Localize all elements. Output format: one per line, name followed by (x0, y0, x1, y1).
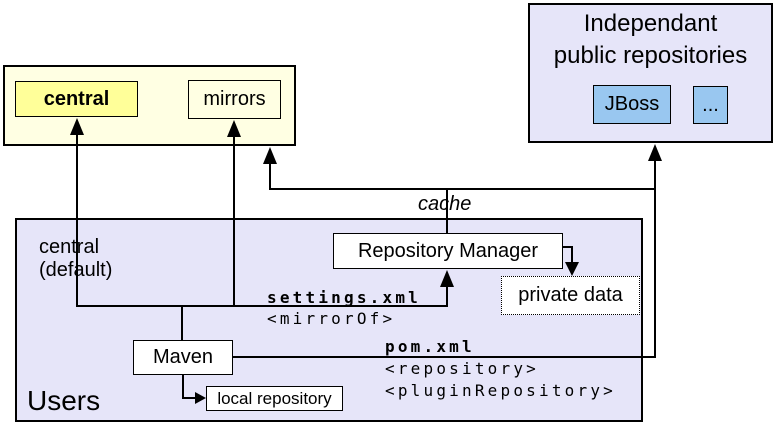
cache-annotation: cache (418, 193, 472, 215)
independent-title-line2: public repositories (553, 42, 748, 69)
connector-settings-to-maven (181, 305, 183, 341)
pom-xml-annotation: pom.xml (385, 337, 475, 356)
arrowhead-into-central-icon (70, 118, 84, 135)
central-default-line1: central (39, 236, 100, 258)
arrowhead-into-local-repository-icon (195, 392, 206, 404)
pluginrepository-tag-annotation: <pluginRepository> (385, 381, 616, 400)
maven-label: Maven (152, 346, 214, 368)
connector-rm-to-private-data-h (563, 246, 573, 248)
connector-rm-to-private-data-v (571, 246, 573, 263)
central-default-text: central (default) (39, 236, 112, 282)
connector-cache-horizontal (269, 188, 656, 190)
central-repository-label: central (43, 87, 110, 110)
mirrors-box: mirrors (188, 80, 281, 119)
connector-to-independent-repositories (654, 160, 656, 358)
connector-settings-horizontal (76, 305, 448, 307)
other-repositories-box: ... (693, 86, 728, 124)
private-data-box: private data (501, 276, 640, 315)
arrowhead-into-private-data-icon (565, 262, 579, 276)
connector-cache-to-yellow-group (269, 163, 271, 190)
repository-manager-label: Repository Manager (357, 239, 539, 262)
jboss-label: JBoss (604, 93, 660, 115)
connector-settings-to-repository-manager (446, 286, 448, 307)
connector-pom-horizontal (233, 356, 656, 358)
central-default-line2: (default) (39, 259, 113, 281)
connector-to-local-repository (182, 397, 196, 399)
connector-central-default (76, 133, 78, 307)
mirrors-label: mirrors (203, 88, 266, 110)
private-data-label: private data (518, 284, 623, 306)
connector-maven-down (182, 375, 184, 399)
repository-manager-box: Repository Manager (333, 233, 563, 269)
arrowhead-into-repository-manager-icon (440, 270, 454, 287)
independent-repositories-title: Independant public repositories (528, 8, 773, 72)
arrowhead-into-mirrors-icon (227, 120, 241, 137)
central-repository-box: central (15, 81, 138, 117)
connector-cache-to-repository-manager (446, 188, 448, 234)
jboss-repository-box: JBoss (593, 85, 671, 124)
arrowhead-into-yellow-group-icon (263, 147, 277, 164)
settings-xml-annotation: settings.xml (267, 288, 421, 307)
arrowhead-into-independent-group-icon (648, 144, 662, 161)
repository-tag-annotation: <repository> (385, 359, 539, 378)
local-repository-label: local repository (217, 388, 332, 408)
mirrorof-annotation: <mirrorOf> (267, 309, 396, 328)
local-repository-box: local repository (206, 386, 343, 411)
other-repositories-label: ... (702, 93, 719, 116)
independent-title-line1: Independant (583, 10, 718, 37)
maven-box: Maven (133, 340, 233, 375)
users-group-label: Users (27, 385, 101, 416)
connector-mirrors (233, 135, 235, 307)
